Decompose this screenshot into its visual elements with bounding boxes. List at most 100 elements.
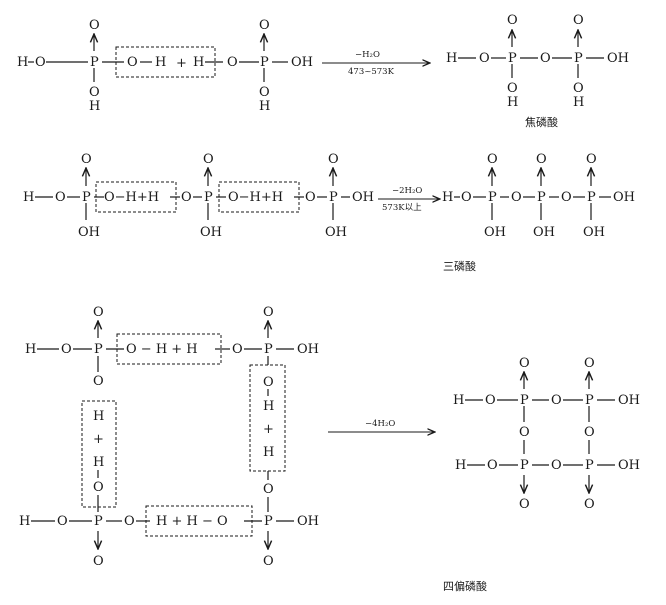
r1-prod-p1-o: O [507,13,518,28]
r3-bot-p2: P [264,514,273,529]
r1-h: H [17,55,28,70]
r2-oh-h-2: O−H+H [228,190,283,205]
r3-bot-h: H [19,514,30,529]
r3-right-plus: + [263,422,274,437]
r2-p3-oh-end: OH [352,190,374,205]
r1-p1: P [90,55,99,70]
r2-prod-p1-oh: OH [484,225,506,240]
r3-right-h1: H [263,399,274,414]
r2-prod-h: H [442,190,453,205]
r3-right-o2: O [263,482,274,497]
r3-top-p1: P [94,342,103,357]
r2-h: H [23,190,34,205]
r3-water-box-top [116,333,222,365]
r1-p1-o-low: O [89,85,100,100]
r3-water-box-left [81,400,117,508]
r2-prod-o2: O [511,190,522,205]
r3-bot-o1: O [57,514,68,529]
reaction-1: H O P O O H O H + H O P O O H OH −H₂O 47… [17,13,629,129]
r2-p1: P [82,190,91,205]
r3-prod-o2: O [551,393,562,408]
r3-bot-o2: O [124,514,135,529]
r3-prod-p2: P [585,393,594,408]
r3-top-o1: O [61,342,72,357]
r1-h2: H [155,55,166,70]
r2-condition-bottom: 573K以上 [382,203,422,213]
r2-condition-top: −2H₂O [392,186,422,196]
r3-right-o: O [263,375,274,390]
r1-condition-top: −H₂O [355,50,380,60]
r1-p2-h-low: H [259,99,270,114]
r2-prod-p2-oh: OH [533,225,555,240]
r3-prod-p4: P [585,458,594,473]
r1-plus: + [176,56,187,71]
r3-prod-h1: H [453,393,464,408]
r1-o2: O [127,55,138,70]
r2-prod-p1: P [488,190,497,205]
r3-prod-h2: H [455,458,466,473]
r2-product-name: 三磷酸 [443,259,476,273]
r2-o3: O [305,190,316,205]
r3-prod-o3: O [487,458,498,473]
r3-prod-oh1: OH [618,393,640,408]
r3-top-o3: O [232,342,243,357]
r2-p1-o: O [81,152,92,167]
r3-bot-oh: OH [297,514,319,529]
r3-prod-p3-o: O [519,497,530,512]
r2-p2: P [204,190,213,205]
r1-p2: P [260,55,269,70]
r2-prod-o3: O [561,190,572,205]
r1-prod-o2: O [540,51,551,66]
r1-prod-h: H [446,51,457,66]
r3-prod-p1: P [520,393,529,408]
r2-prod-p1-o: O [487,152,498,167]
r3-left-plus: + [93,432,104,447]
r2-p3-oh: OH [325,225,347,240]
r3-top-oh: OH [297,342,319,357]
r2-p3: P [329,190,338,205]
r2-prod-p3-o: O [586,152,597,167]
r2-prod-o1: O [461,190,472,205]
r2-prod-oh-end: OH [613,190,635,205]
r3-top-p2: P [264,342,273,357]
r3-prod-o4: O [551,458,562,473]
r1-product-name: 焦磷酸 [525,115,558,129]
r1-o1: O [35,55,46,70]
r1-p1-o: O [89,18,100,33]
r3-product-name: 四偏磷酸 [443,579,487,593]
r1-prod-p2: P [574,51,583,66]
r2-p2-o: O [203,152,214,167]
r3-top-p2-o: O [263,305,274,320]
r2-prod-p3: P [587,190,596,205]
r1-prod-p1: P [508,51,517,66]
r1-prod-p2-o-low: O [573,81,584,96]
r3-left-h1: H [93,409,104,424]
r3-prod-oh2: OH [618,458,640,473]
r3-prod-o-right: O [584,425,595,440]
r3-water-box-right [249,364,286,472]
r3-prod-p3: P [520,458,529,473]
r3-top-o2: O − H + H [126,342,198,357]
r3-right-h2: H [263,445,274,460]
r2-prod-p3-oh: OH [583,225,605,240]
r3-left-o: O [93,374,104,389]
r1-p2-o-low: O [259,85,270,100]
r3-left-h2: H [93,455,104,470]
r1-p2-o: O [259,18,270,33]
r1-prod-p1-h-low: H [507,95,518,110]
r3-left-o2: O [93,480,104,495]
r3-bot-p2-o: O [263,554,274,569]
r2-prod-p2-o: O [536,152,547,167]
r3-bot-h-h: H + H − O [156,514,228,529]
r1-prod-p1-o-low: O [507,81,518,96]
r2-o1: O [55,190,66,205]
r2-prod-p2: P [537,190,546,205]
r1-prod-o1: O [479,51,490,66]
r3-prod-p1-o: O [519,356,530,371]
r1-condition-bottom: 473~573K [348,67,395,77]
r1-o3: O [227,55,238,70]
r2-oh-h: O−H+H [104,190,159,205]
r2-p3-o: O [328,152,339,167]
r3-prod-o-left: O [519,425,530,440]
